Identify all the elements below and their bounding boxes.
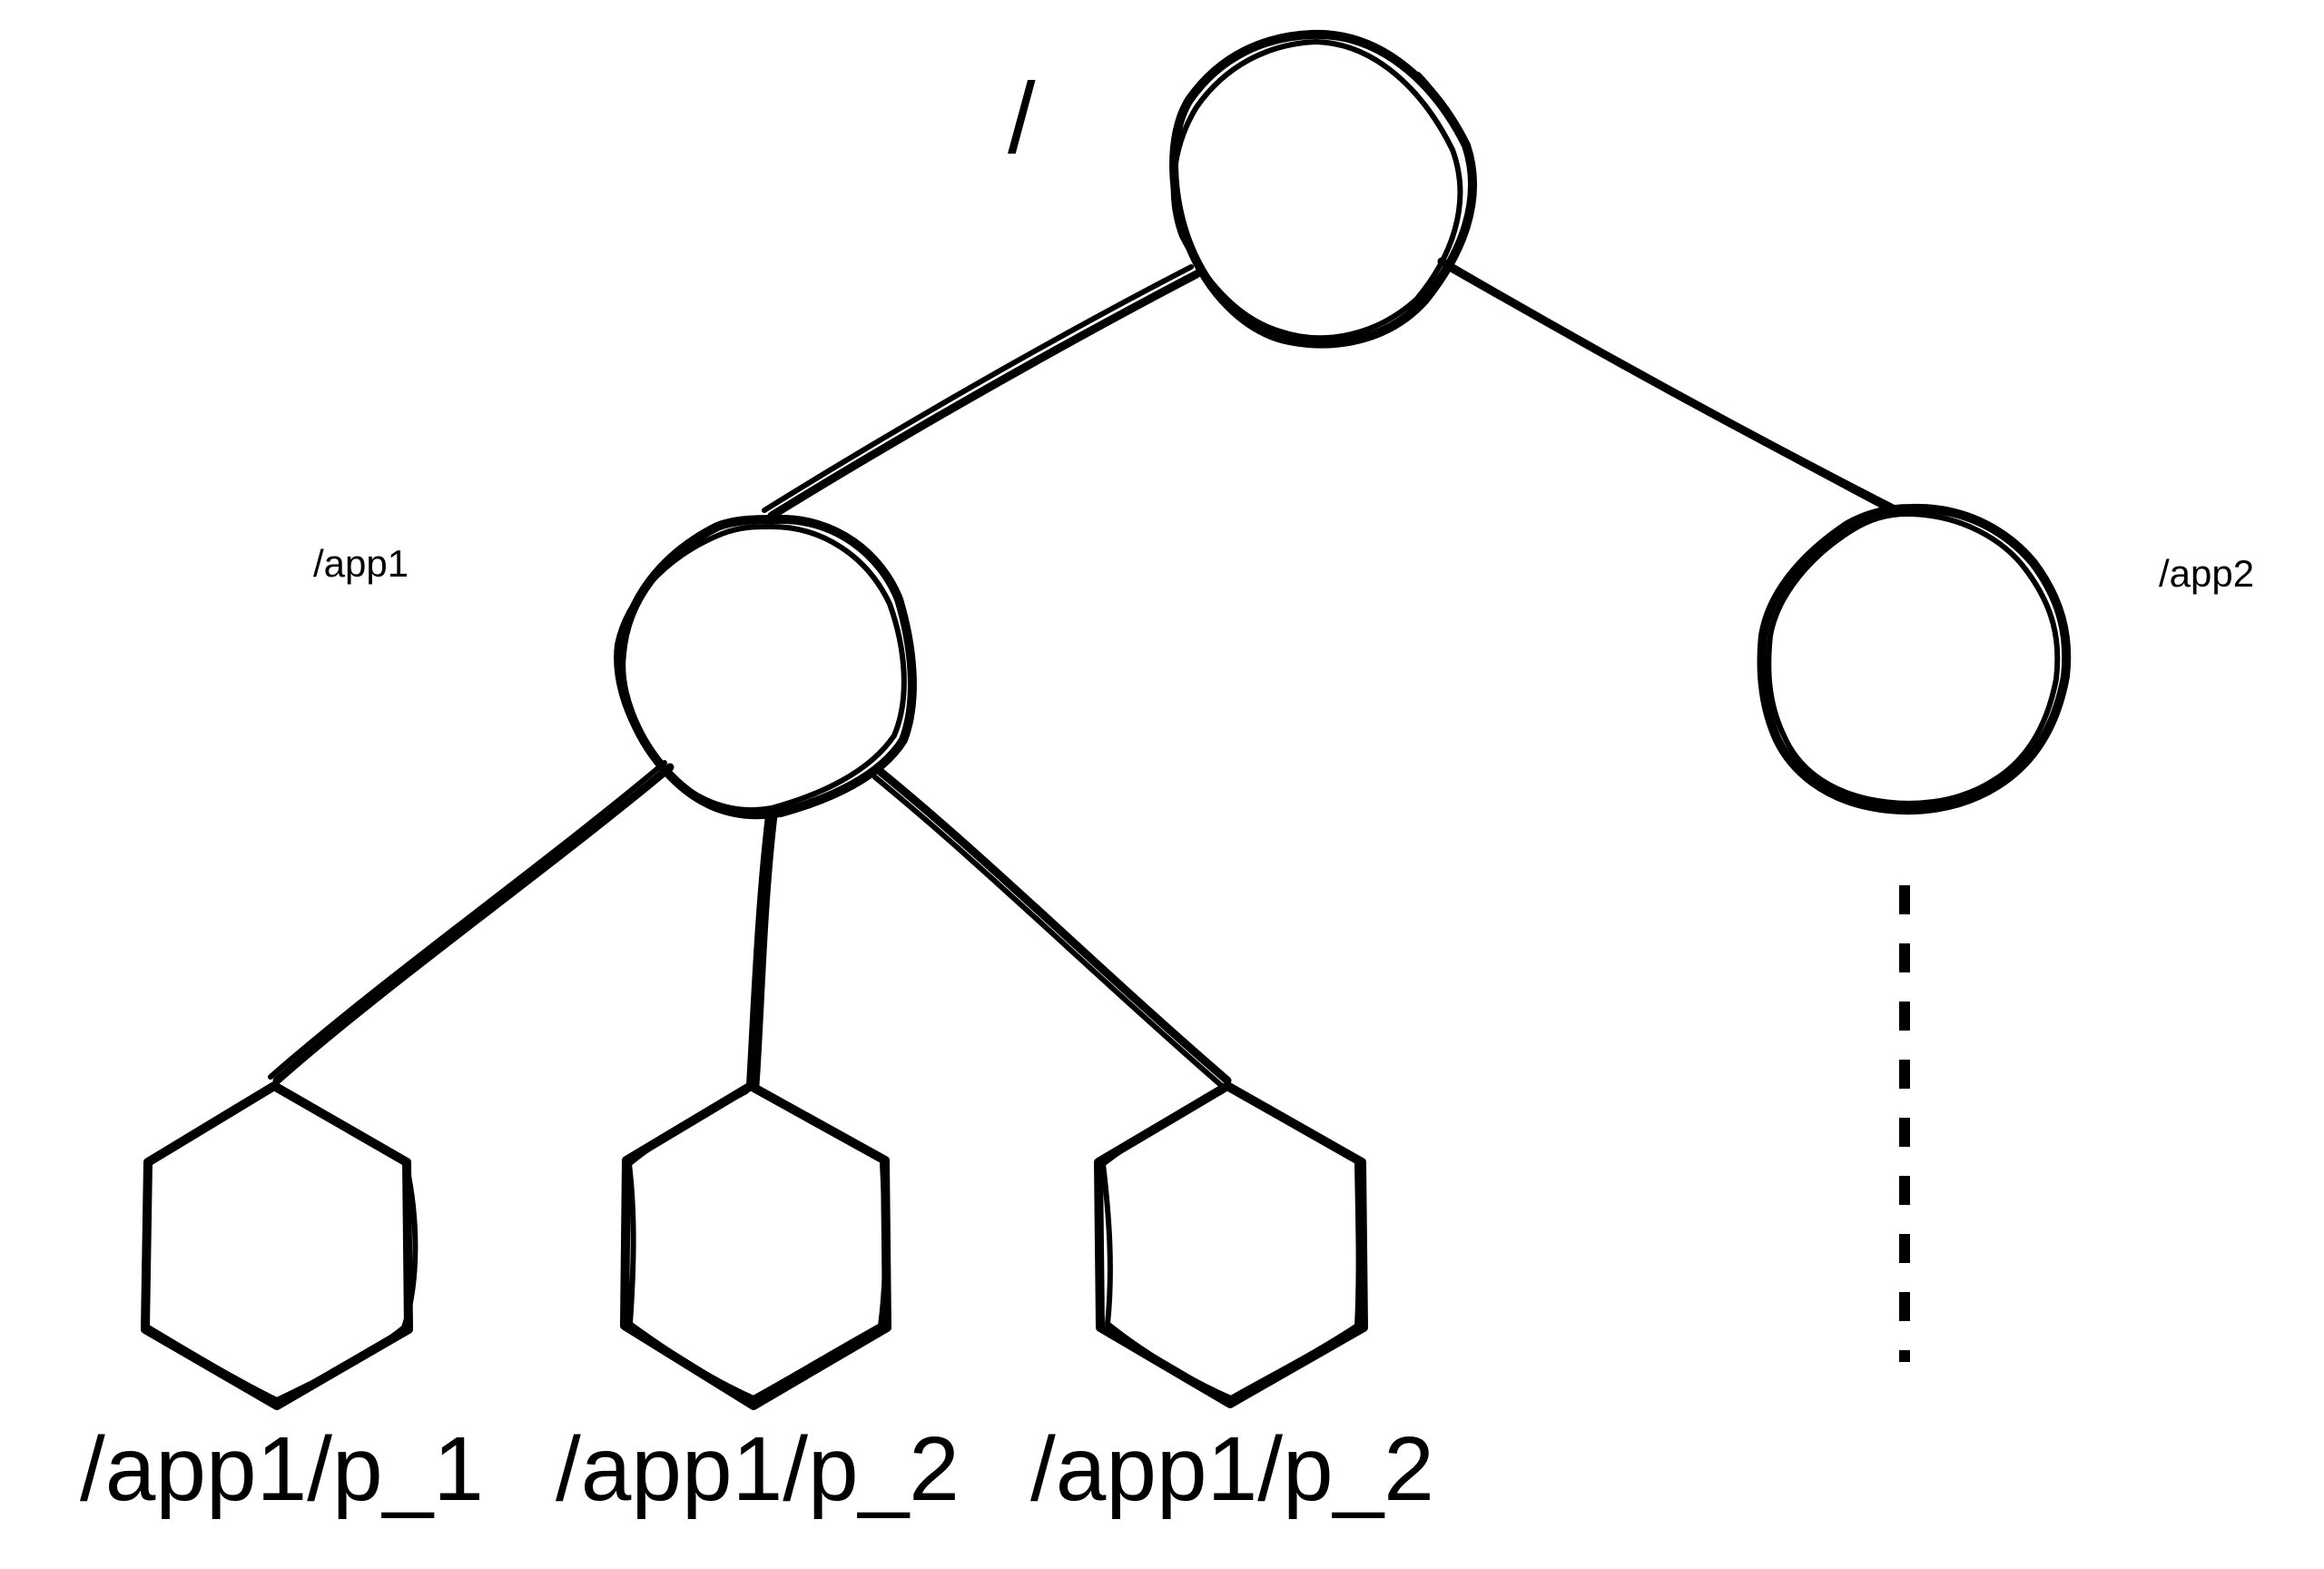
label-p2a: /app1/p_2 <box>556 1418 960 1520</box>
node-p2a <box>620 1081 891 1410</box>
edge-app1-p2b <box>872 767 1232 1089</box>
node-app2 <box>1757 503 2072 815</box>
label-app2: /app2 <box>2159 552 2254 595</box>
label-app1: /app1 <box>313 542 409 585</box>
label-root: / <box>1008 63 1036 174</box>
node-app1 <box>614 514 917 820</box>
tree-edges <box>268 257 1910 1362</box>
node-root <box>1169 29 1477 349</box>
edge-root-app1 <box>762 264 1201 520</box>
edge-app1-p1 <box>268 760 675 1085</box>
label-p1: /app1/p_1 <box>80 1418 484 1520</box>
edge-root-app2 <box>1437 257 1900 517</box>
node-p1 <box>141 1081 419 1410</box>
label-p2b: /app1/p_2 <box>1030 1418 1434 1520</box>
edge-app1-p2a <box>746 811 778 1090</box>
node-p2b <box>1094 1081 1368 1408</box>
